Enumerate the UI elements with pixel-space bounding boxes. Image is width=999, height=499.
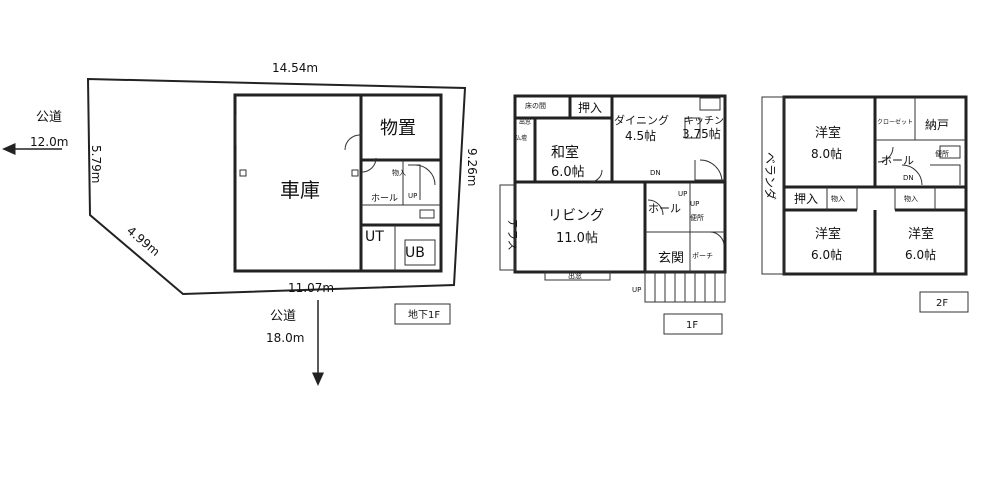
f1-living: リビング xyxy=(548,208,604,224)
f1-dining: ダイニング xyxy=(614,113,669,127)
room-storage: 物置 xyxy=(380,118,416,139)
dim-right: 9.26m xyxy=(465,148,479,186)
annex-walls xyxy=(359,93,443,273)
floor-label: 地下1F xyxy=(408,308,440,321)
f1-toko: 床の間 xyxy=(525,101,546,110)
f2-youshitsu3: 洋室 xyxy=(908,226,934,242)
floor1-plan: 床の間 押入 仏壇 和室 6.0帖 ダイニング 4.5帖 キッチン 3.75帖 … xyxy=(499,94,727,335)
f1-living-size: 11.0帖 xyxy=(556,231,598,246)
f1-exit2: 出窓 xyxy=(519,118,531,126)
f1-living-walls xyxy=(513,180,647,274)
f2-hall: ホール xyxy=(881,154,914,167)
room-utility: UT xyxy=(365,229,384,245)
floor2-plan: ベランダ 洋室 8.0帖 クローゼット 納戸 ホール 便所 押入 物入 物入 洋… xyxy=(761,95,969,313)
f1-washitsu: 和室 xyxy=(551,144,579,161)
dim-left: 5.79m xyxy=(89,145,103,183)
f1-porch: ポーチ xyxy=(692,252,713,260)
f2-mono1: 物入 xyxy=(831,194,845,203)
f2-floor-label: 2F xyxy=(936,298,948,309)
f2-youshitsu2: 洋室 xyxy=(815,226,841,242)
f2-oshiire: 押入 xyxy=(794,192,818,206)
dim-bottom: 11.07m xyxy=(288,281,334,295)
f1-floor-label: 1F xyxy=(686,320,698,331)
f1-toilet: 便所 xyxy=(690,213,704,222)
f1-washitsu-size: 6.0帖 xyxy=(551,165,585,180)
room-closet: 物入 xyxy=(392,168,406,177)
south-road-width: 18.0m xyxy=(266,331,304,345)
f2-mono2: 物入 xyxy=(904,194,918,203)
f2-closet: クローゼット xyxy=(877,118,913,126)
f2-youshitsu2-size: 6.0帖 xyxy=(811,247,842,262)
f1-floor-label-box xyxy=(663,313,723,335)
stair-up: UP xyxy=(408,192,417,200)
south-road-name: 公道 xyxy=(270,309,296,324)
f1-dining-size: 4.5帖 xyxy=(625,128,656,143)
f2-dn: DN xyxy=(903,174,914,182)
f2-youshitsu3-size: 6.0帖 xyxy=(905,247,936,262)
f2-floor-label-box xyxy=(919,291,969,313)
lot-boundary xyxy=(86,77,467,296)
dim-top: 14.54m xyxy=(272,61,318,75)
f1-up2: UP xyxy=(690,200,699,208)
basement-plan: 14.54m 5.79m 9.26m 4.99m 11.07m 公道 12.0m… xyxy=(1,61,479,386)
f1-dn: DN xyxy=(650,169,661,177)
west-road-width: 12.0m xyxy=(30,135,68,149)
f2-youshitsu1-size: 8.0帖 xyxy=(811,146,842,161)
west-road-name: 公道 xyxy=(36,110,62,125)
f1-up: UP xyxy=(678,190,687,198)
f2-youshitsu1: 洋室 xyxy=(815,125,841,141)
f2-toilet: 便所 xyxy=(935,149,949,158)
f2-nando: 納戸 xyxy=(925,118,949,132)
f1-butsuma: 仏壇 xyxy=(515,134,527,142)
f1-oshiire: 押入 xyxy=(578,101,602,115)
f1-terrace: テラス xyxy=(506,218,519,251)
f1-genkan: 玄関 xyxy=(658,251,684,266)
f2-balcony-label: ベランダ xyxy=(763,152,778,200)
f1-up3: UP xyxy=(632,286,641,294)
f1-kitchen-size: 3.75帖 xyxy=(682,126,721,141)
room-garage: 車庫 xyxy=(280,178,320,202)
dim-diag: 4.99m xyxy=(124,224,162,259)
f1-kitchen: キッチン xyxy=(684,115,724,127)
f1-exit1: 出窓 xyxy=(568,271,582,280)
room-bath: UB xyxy=(405,245,425,261)
floor-label-box xyxy=(394,303,451,325)
room-hall: ホール xyxy=(371,193,398,204)
f1-hall: ホール xyxy=(648,202,681,215)
